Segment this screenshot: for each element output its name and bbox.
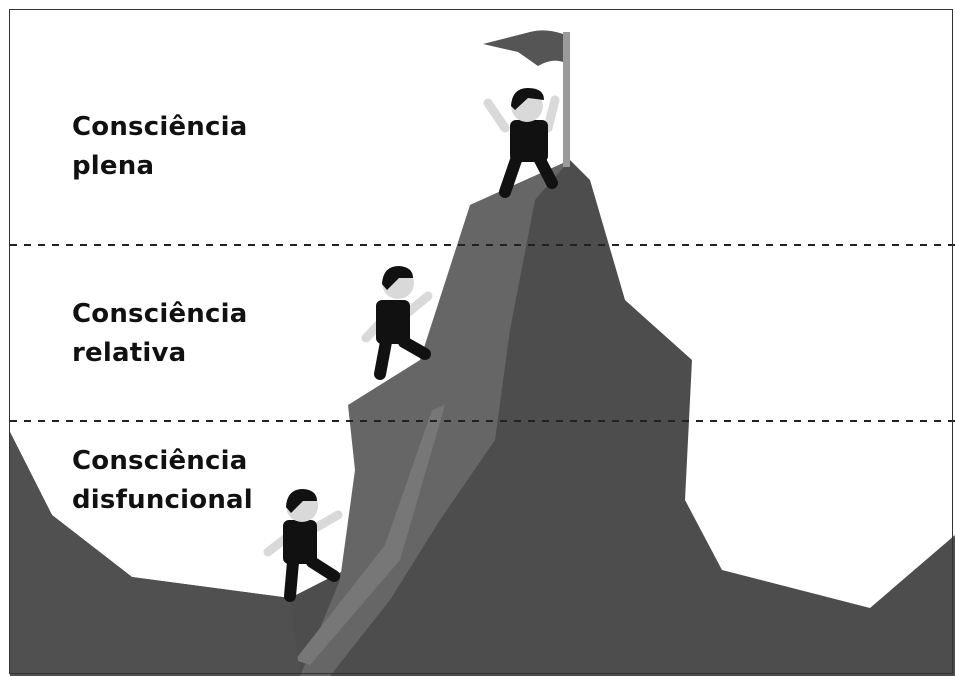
label-line: Consciência xyxy=(72,112,248,142)
left-hill xyxy=(10,432,300,676)
climber-icon xyxy=(483,88,560,198)
label-line: disfuncional xyxy=(72,485,253,515)
climber-icon xyxy=(263,489,343,602)
mountain-ridge xyxy=(295,405,445,665)
label-full-consciousness: Consciência plena xyxy=(72,108,247,186)
label-line: plena xyxy=(72,151,155,181)
label-line: Consciência xyxy=(72,299,248,329)
label-relative-consciousness: Consciência relativa xyxy=(72,295,247,373)
climber-icon xyxy=(361,266,433,380)
label-line: relativa xyxy=(72,338,187,368)
flag-icon xyxy=(483,30,570,167)
label-dysfunctional-consciousness: Consciência disfuncional xyxy=(72,442,253,520)
label-line: Consciência xyxy=(72,446,248,476)
